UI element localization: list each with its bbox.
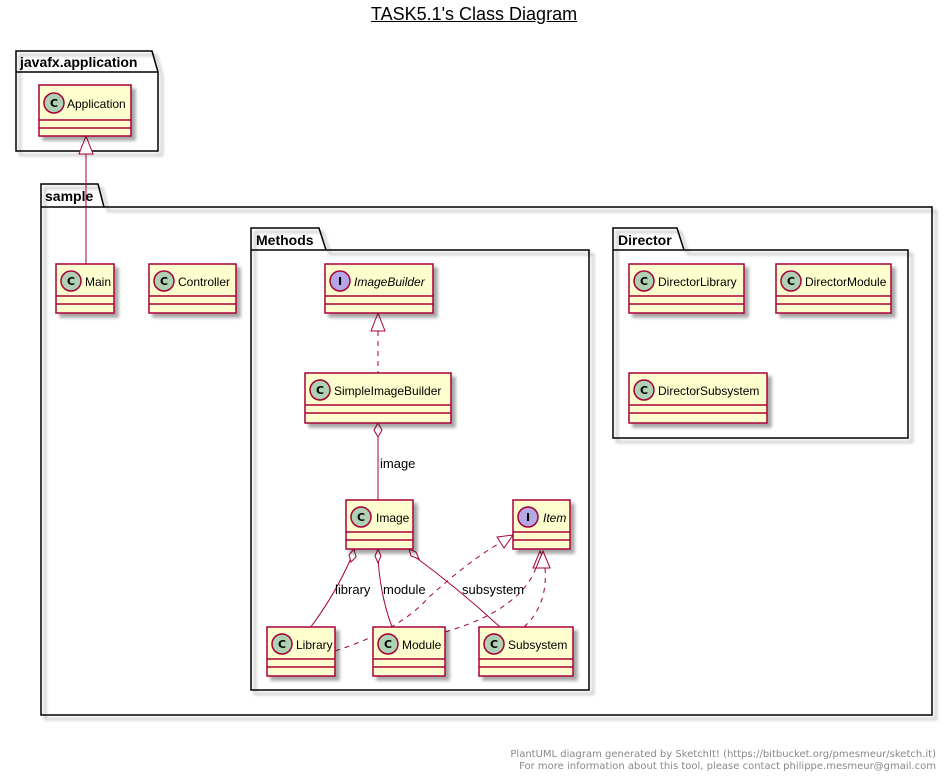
class-subsystem[interactable]: C Subsystem bbox=[478, 626, 574, 677]
package-label-methods: Methods bbox=[256, 232, 314, 248]
class-name-image: Image bbox=[376, 511, 410, 525]
class-badge-letter: C bbox=[50, 97, 58, 110]
class-badge-icon bbox=[780, 270, 802, 292]
package-methods: Methods bbox=[250, 227, 590, 691]
aggregation-diamond bbox=[374, 547, 382, 565]
class-name-directorlibrary: DirectorLibrary bbox=[658, 275, 737, 289]
class-name-subsystem: Subsystem bbox=[508, 638, 567, 652]
class-badge-letter: C bbox=[67, 275, 75, 288]
class-image[interactable]: C Image bbox=[345, 499, 414, 550]
class-badge-icon bbox=[153, 270, 175, 292]
footer-line-2: For more information about this tool, pl… bbox=[519, 761, 936, 772]
class-badge-icon bbox=[43, 92, 65, 114]
package-director: Director bbox=[612, 227, 909, 439]
class-name-main: Main bbox=[85, 275, 111, 289]
interface-badge-icon bbox=[329, 270, 351, 292]
aggregation-diamond bbox=[408, 548, 420, 560]
edge-image-aggregates-module bbox=[377, 556, 393, 628]
implements-arrowhead bbox=[496, 534, 515, 549]
class-badge-icon bbox=[271, 633, 293, 655]
package-javafx-application: javafx.application bbox=[15, 50, 159, 152]
class-badge-letter: C bbox=[316, 384, 324, 397]
class-badge-letter: C bbox=[160, 275, 168, 288]
class-badge-icon bbox=[377, 633, 399, 655]
class-badge-icon bbox=[60, 270, 82, 292]
edge-label-module: module bbox=[383, 582, 426, 597]
class-badge-letter: C bbox=[640, 275, 648, 288]
class-name-simpleimagebuilder: SimpleImageBuilder bbox=[334, 384, 441, 398]
class-main[interactable]: C Main bbox=[55, 263, 115, 314]
implements-arrowhead bbox=[535, 549, 551, 569]
edge-image-aggregates-library bbox=[309, 555, 353, 629]
edge-image-aggregates-subsystem bbox=[413, 555, 501, 628]
diagram-title: TASK5.1's Class Diagram bbox=[370, 4, 578, 24]
edge-module-implements-item bbox=[444, 567, 537, 633]
class-module[interactable]: C Module bbox=[372, 626, 446, 677]
class-badge-letter: C bbox=[278, 638, 286, 651]
implements-arrowhead bbox=[370, 311, 386, 332]
interface-badge-letter: I bbox=[526, 511, 530, 524]
class-directormodule[interactable]: C DirectorModule bbox=[775, 263, 892, 314]
class-directorsubsystem[interactable]: C DirectorSubsystem bbox=[628, 372, 768, 424]
class-badge-icon bbox=[483, 633, 505, 655]
package-label-sample: sample bbox=[45, 188, 93, 204]
class-badge-letter: C bbox=[490, 638, 498, 651]
class-directorlibrary[interactable]: C DirectorLibrary bbox=[628, 263, 745, 314]
class-badge-letter: C bbox=[787, 275, 795, 288]
interface-item[interactable]: I Item bbox=[512, 499, 571, 550]
edge-label-subsystem: subsystem bbox=[462, 582, 524, 597]
class-badge-letter: C bbox=[384, 638, 392, 651]
class-controller[interactable]: C Controller bbox=[148, 263, 237, 314]
interface-badge-letter: I bbox=[338, 275, 342, 288]
aggregation-diamond bbox=[348, 547, 357, 563]
class-badge-icon bbox=[350, 506, 372, 528]
class-name-application: Application bbox=[67, 97, 126, 111]
edge-label-image: image bbox=[380, 456, 415, 471]
interface-badge-icon bbox=[517, 506, 539, 528]
class-badge-letter: C bbox=[640, 384, 648, 397]
class-name-directormodule: DirectorModule bbox=[805, 275, 887, 289]
class-name-module: Module bbox=[402, 638, 442, 652]
extends-arrowhead bbox=[78, 134, 94, 155]
interface-name-imagebuilder: ImageBuilder bbox=[354, 275, 426, 289]
edge-label-library: library bbox=[335, 582, 371, 597]
class-badge-icon bbox=[633, 270, 655, 292]
class-simpleimagebuilder[interactable]: C SimpleImageBuilder bbox=[304, 372, 452, 424]
class-library[interactable]: C Library bbox=[266, 626, 336, 677]
edges bbox=[78, 134, 551, 652]
class-name-controller: Controller bbox=[178, 275, 230, 289]
aggregation-diamond bbox=[373, 421, 383, 439]
package-label-javafx-application: javafx.application bbox=[19, 54, 137, 70]
package-label-director: Director bbox=[618, 232, 672, 248]
class-badge-icon bbox=[633, 379, 655, 401]
class-name-directorsubsystem: DirectorSubsystem bbox=[658, 384, 759, 398]
footer-line-1: PlantUML diagram generated by SketchIt! … bbox=[510, 749, 936, 760]
class-badge-letter: C bbox=[357, 511, 365, 524]
package-sample: sample bbox=[40, 183, 933, 716]
class-badge-icon bbox=[309, 379, 331, 401]
class-name-library: Library bbox=[296, 638, 333, 652]
edge-library-implements-item bbox=[334, 542, 501, 652]
interface-name-item: Item bbox=[543, 511, 566, 525]
edge-subsystem-implements-item bbox=[523, 567, 546, 628]
interface-imagebuilder[interactable]: I ImageBuilder bbox=[324, 263, 434, 314]
class-application[interactable]: C Application bbox=[38, 84, 132, 137]
